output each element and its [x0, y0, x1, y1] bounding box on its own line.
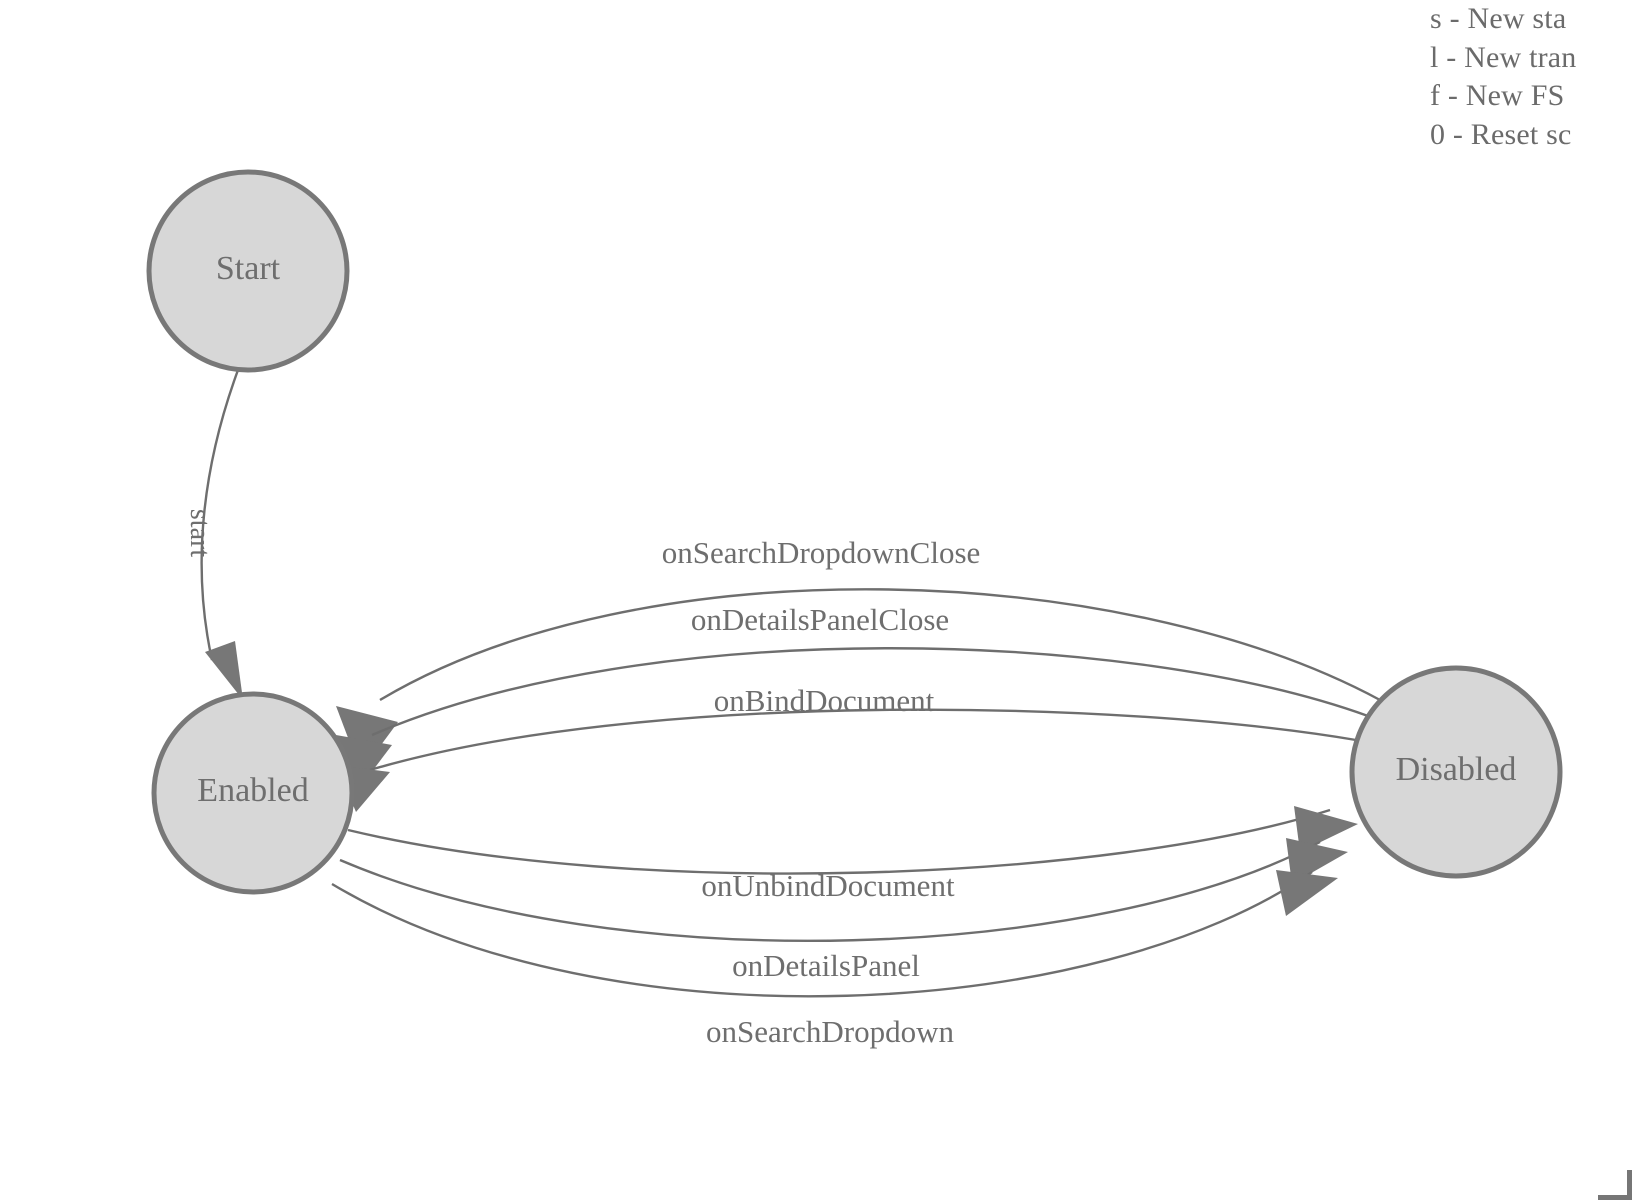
edge-path	[379, 588, 1381, 702]
edge-label-on-search-dropdown: onSearchDropdown	[706, 1014, 954, 1049]
edge-path	[369, 708, 1357, 772]
arrow-head	[1276, 870, 1338, 916]
edge-label-start: start	[184, 509, 215, 557]
node-circle	[151, 691, 355, 895]
arrow-head	[1286, 838, 1348, 884]
edge-label-on-details-panel-close: onDetailsPanelClose	[691, 602, 949, 637]
node-label-disabled: Disabled	[1396, 751, 1517, 788]
corner-mark-horizontal-bar	[1598, 1195, 1632, 1200]
arrow-head	[336, 735, 392, 790]
legend-item-new-transition: l - New tran	[1430, 40, 1577, 74]
legend-item-reset: 0 - Reset sc	[1430, 117, 1572, 151]
edge-label-on-unbind-document: onUnbindDocument	[701, 868, 955, 903]
edge-start-to-enabled[interactable]: start	[184, 369, 243, 700]
edge-path	[347, 808, 1331, 875]
node-start[interactable]: Start	[146, 169, 350, 373]
node-disabled[interactable]: Disabled	[1349, 665, 1563, 879]
node-enabled[interactable]: Enabled	[151, 691, 355, 895]
edge-enabled-to-disabled-on-search-dropdown[interactable]: onSearchDropdown	[331, 870, 1338, 1049]
edge-path	[371, 647, 1369, 737]
node-circle	[146, 169, 350, 373]
edge-label-on-search-dropdown-close: onSearchDropdownClose	[662, 535, 981, 570]
edge-path	[331, 871, 1313, 998]
edge-label-on-details-panel: onDetailsPanel	[732, 948, 920, 983]
node-label-enabled: Enabled	[197, 772, 308, 809]
resize-corner-handle[interactable]	[1598, 1170, 1632, 1200]
legend-item-new-fsm: f - New FS	[1430, 79, 1565, 112]
arrow-head	[1294, 806, 1358, 852]
corner-mark-vertical-bar	[1627, 1170, 1632, 1200]
arrow-head	[336, 706, 398, 772]
node-label-start: Start	[216, 250, 281, 287]
edge-disabled-to-enabled-on-search-dropdown-close[interactable]: onSearchDropdownClose	[336, 535, 1381, 772]
edge-disabled-to-enabled-on-details-panel-close[interactable]: onDetailsPanelClose	[336, 602, 1369, 790]
edge-label-on-bind-document: onBindDocument	[714, 683, 935, 718]
shortcut-legend: s - New sta l - New tran f - New FS 0 - …	[1430, 0, 1632, 154]
arrow-head	[205, 641, 243, 700]
edge-enabled-to-disabled-on-unbind-document[interactable]: onUnbindDocument	[347, 806, 1358, 903]
edge-disabled-to-enabled-on-bind-document[interactable]: onBindDocument	[336, 683, 1357, 812]
edge-enabled-to-disabled-on-details-panel[interactable]: onDetailsPanel	[339, 838, 1348, 983]
node-circle	[1349, 665, 1563, 879]
edge-path	[200, 369, 240, 661]
legend-item-new-state: s - New sta	[1430, 2, 1567, 35]
edge-path	[339, 840, 1321, 943]
